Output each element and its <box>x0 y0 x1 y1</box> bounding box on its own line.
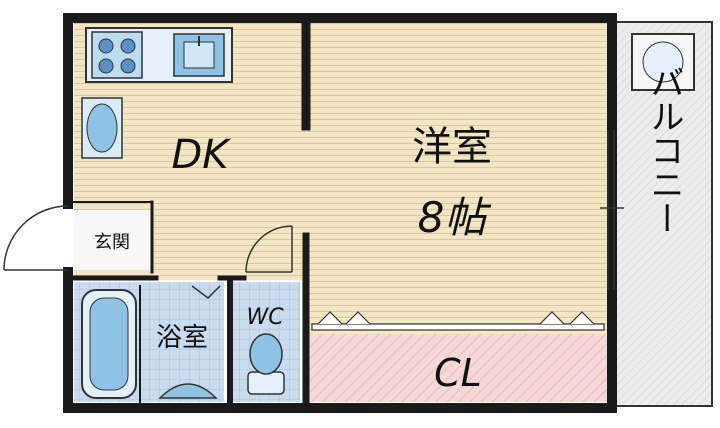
balcony-window <box>600 130 624 290</box>
entrance-door[interactable] <box>3 205 69 271</box>
closet-label: CL <box>434 351 482 395</box>
bath-label: 浴室 <box>156 323 208 353</box>
bath-floor <box>140 282 224 402</box>
stove-icon <box>91 31 143 79</box>
bath-door[interactable] <box>191 285 221 299</box>
ac-outdoor-unit-icon <box>631 33 695 91</box>
toilet-door[interactable] <box>245 225 293 273</box>
closet-floor <box>306 334 610 402</box>
washer-icon <box>81 97 123 159</box>
western-room-size: 8帖 <box>418 193 492 242</box>
western-room-label: 洋室 <box>412 124 492 170</box>
bathtub-icon <box>81 289 137 399</box>
toilet-label: WC <box>246 305 284 330</box>
entrance-floor <box>74 210 152 270</box>
toilet-icon <box>247 333 285 395</box>
entrance-label: 玄関 <box>94 232 130 253</box>
sink-icon <box>173 33 225 77</box>
washbasin-icon <box>158 383 218 399</box>
balcony-label: バルコニー <box>644 65 684 235</box>
dk-label: DK <box>171 132 231 178</box>
closet-doors <box>311 311 605 331</box>
walls <box>63 13 617 413</box>
western-room-floor <box>306 22 610 334</box>
